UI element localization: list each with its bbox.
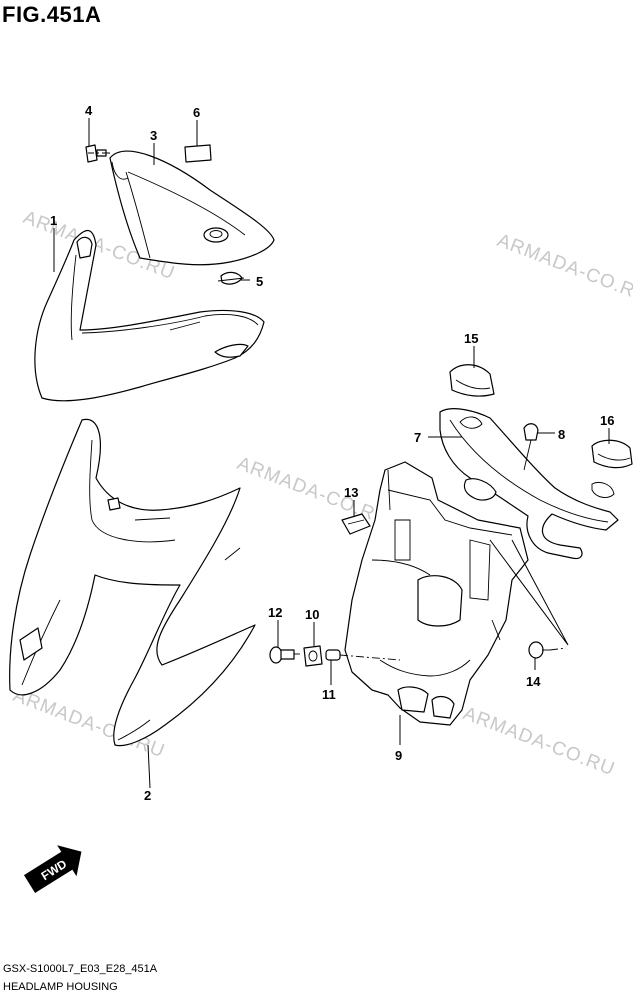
part-6-label[interactable]	[184, 144, 212, 163]
callout-16: 16	[600, 413, 614, 428]
part-7-bracket[interactable]	[439, 408, 619, 560]
callout-15: 15	[464, 331, 478, 346]
leader-line	[147, 744, 151, 789]
part-3-upper-cover[interactable]	[109, 150, 275, 266]
fwd-arrow-icon: FWD	[23, 845, 82, 893]
callout-14: 14	[526, 674, 541, 689]
callout-5: 5	[256, 274, 263, 289]
watermark: ARMADA-CO.RU	[494, 230, 633, 307]
callout-3: 3	[150, 128, 157, 143]
figure-name: HEADLAMP HOUSING	[3, 981, 118, 993]
part-2-side-cowl[interactable]	[9, 418, 256, 747]
assembly-line	[549, 647, 567, 651]
part-14-screw[interactable]	[528, 641, 550, 659]
callout-9: 9	[395, 748, 402, 763]
part-13-nut-clip[interactable]	[341, 513, 371, 535]
callout-11: 11	[322, 687, 336, 702]
part-11-bush[interactable]	[325, 649, 341, 661]
watermark: ARMADA-CO.RU	[460, 703, 618, 780]
figure-code: GSX-S1000L7_E03_E28_451A	[3, 963, 158, 975]
part-12-bolt[interactable]	[269, 646, 300, 664]
callout-4: 4	[85, 103, 93, 118]
part-9-housing-frame[interactable]	[344, 461, 529, 726]
part-10-collar[interactable]	[303, 645, 323, 667]
part-8-pin[interactable]	[523, 423, 539, 471]
watermark: ARMADA-CO.RU	[234, 453, 392, 530]
leader-line	[489, 539, 569, 646]
part-16-grommet[interactable]	[591, 439, 633, 469]
callout-2: 2	[144, 788, 151, 803]
assembly-line	[339, 654, 401, 661]
part-5-clip[interactable]	[217, 271, 245, 285]
callout-6: 6	[193, 105, 200, 120]
callout-10: 10	[305, 607, 319, 622]
figure-title: FIG.451A	[2, 2, 102, 27]
callout-7: 7	[414, 430, 421, 445]
callout-13: 13	[344, 485, 358, 500]
callout-8: 8	[558, 427, 565, 442]
callout-12: 12	[268, 605, 282, 620]
callout-1: 1	[50, 213, 57, 228]
part-15-grommet[interactable]	[449, 364, 495, 397]
part-4-screw[interactable]	[85, 144, 107, 163]
part-1-front-cowl[interactable]	[34, 229, 265, 402]
